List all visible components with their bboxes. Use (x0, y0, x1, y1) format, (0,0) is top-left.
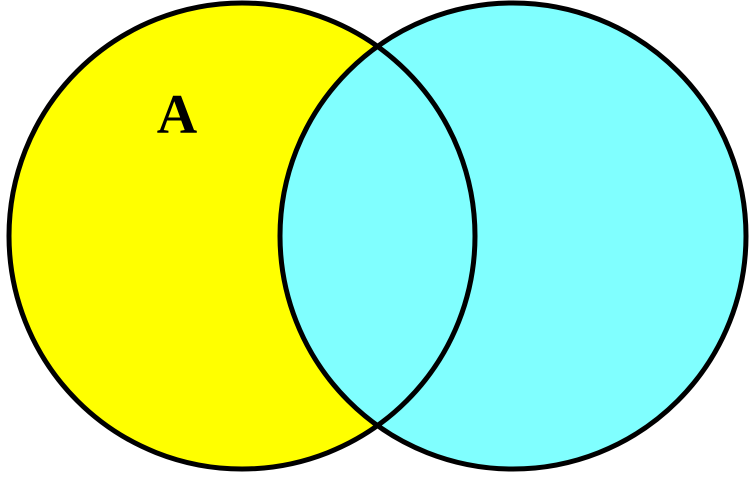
set-a-outline (6, 0, 478, 472)
set-b-outline (277, 0, 749, 472)
set-a-label: A (157, 84, 198, 146)
set-b-circle (280, 3, 746, 469)
